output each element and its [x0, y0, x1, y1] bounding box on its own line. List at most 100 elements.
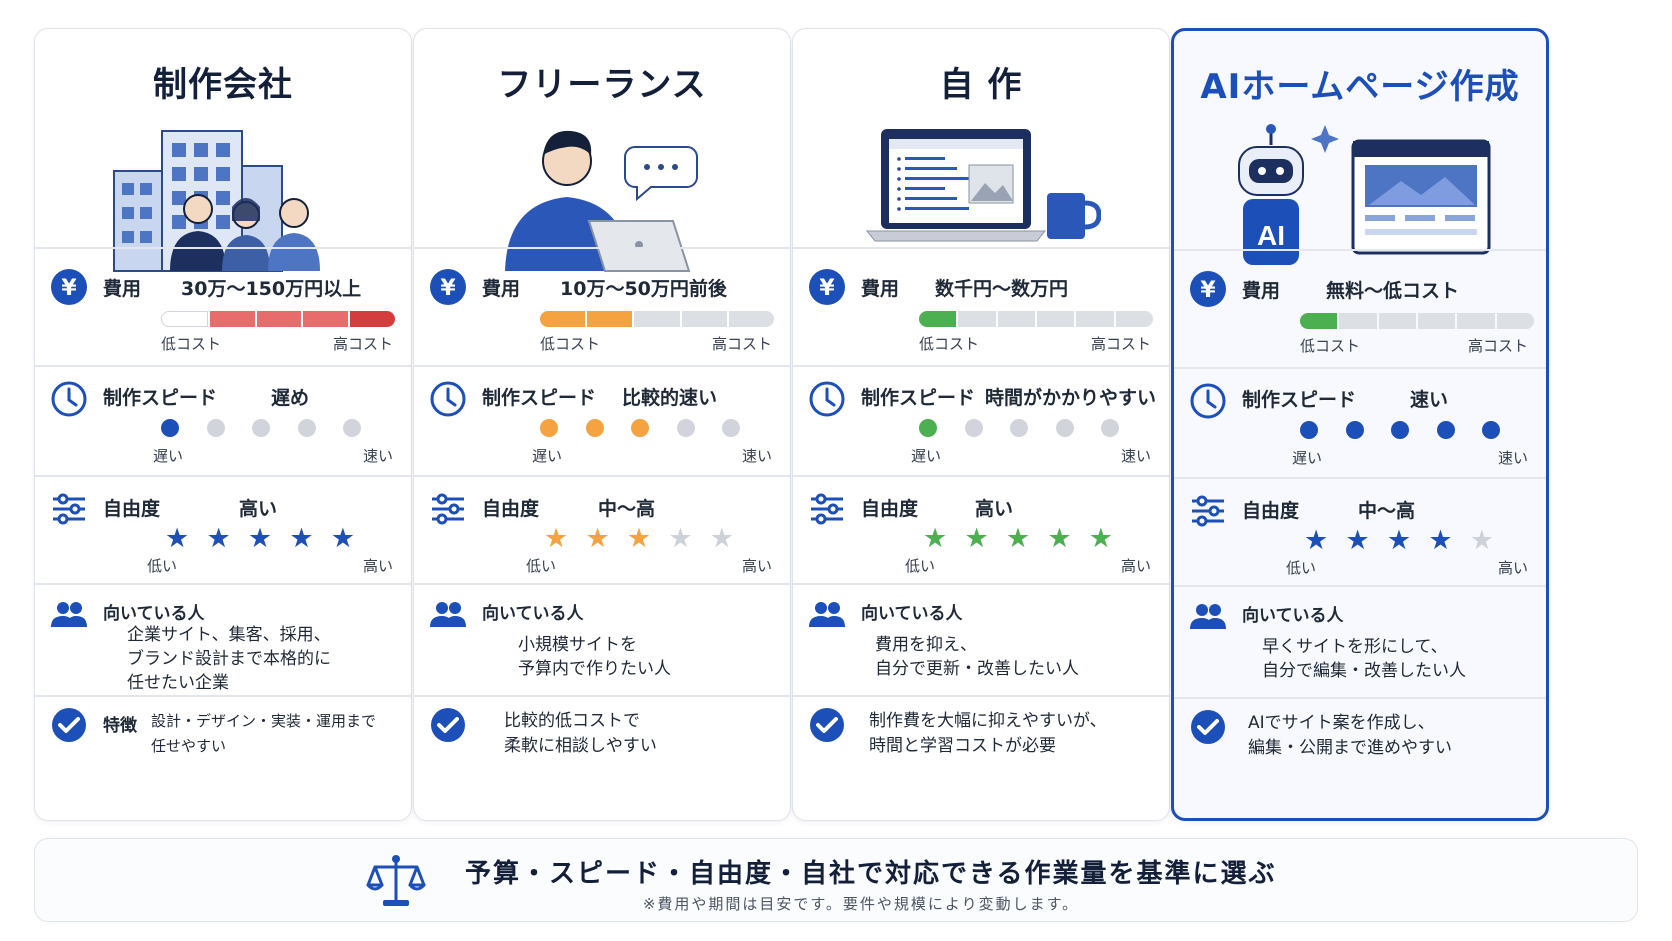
freedom-label: 自由度: [482, 498, 540, 520]
divider: [35, 695, 411, 697]
freedom-star: ★: [585, 523, 610, 554]
cost-bar: [540, 311, 775, 327]
freedom-star: ★: [626, 523, 652, 554]
freedom-star: ★: [1428, 525, 1453, 556]
divider: [1174, 367, 1546, 369]
speed-dot: [1482, 421, 1500, 439]
feature-text: 制作費を大幅に抑えやすいが、 時間と学習コストが必要: [869, 711, 1107, 756]
cost-high-label: 高コスト: [1467, 337, 1528, 355]
cost-bar-segment: [350, 311, 395, 327]
divider: [1174, 477, 1546, 479]
cost-bar-segment: [1378, 313, 1416, 329]
freedom-low-label: 低い: [1286, 559, 1317, 577]
freedom-star: ★: [247, 523, 273, 554]
divider: [35, 247, 411, 249]
svg-text:AI: AI: [1257, 220, 1285, 251]
speed-dots: [919, 419, 1119, 437]
freedom-star: ★: [1088, 523, 1113, 554]
freedom-value: 高い: [239, 498, 278, 520]
freedom-star: ★: [1047, 523, 1072, 554]
speed-dot: [585, 419, 604, 437]
speed-low-label: 遅い: [1292, 449, 1323, 467]
sliders-icon: [807, 489, 847, 529]
speed-low-label: 遅い: [532, 447, 563, 465]
divider: [414, 475, 790, 477]
sliders-icon: [428, 489, 468, 529]
freedom-star: ★: [330, 523, 355, 554]
who-label: 向いている人: [103, 604, 205, 624]
divider: [414, 247, 790, 249]
cost-bar: [161, 311, 395, 327]
speed-dot: [919, 419, 937, 437]
cost-bar-segment: [997, 311, 1035, 327]
freedom-low-label: 低い: [526, 557, 557, 575]
feature-text: AIでサイト案を作成し、 編集・公開まで進めやすい: [1248, 713, 1452, 758]
cost-bar-segment: [728, 311, 775, 327]
check-circle-icon: [49, 705, 89, 745]
cost-bar-segment: [1036, 311, 1075, 327]
speed-high-label: 速い: [362, 447, 393, 465]
speed-high-label: 速い: [741, 447, 772, 465]
comparison-card: AIホームページ作成 AI ¥ 費用 無料〜低コスト 低コスト 高コスト 制作ス…: [1171, 28, 1549, 821]
freedom-label: 自由度: [103, 498, 161, 520]
feature-text: 設計・デザイン・実装・運用まで 任せやすい: [151, 712, 377, 755]
freedom-value: 高い: [975, 498, 1014, 520]
freedom-star: ★: [206, 523, 231, 554]
divider: [414, 695, 790, 697]
check-circle-icon: [807, 705, 847, 745]
comparison-card: 制作会社 ¥ 費用 30万〜150万円以上 低コスト 高コスト 制作スピード 遅…: [34, 28, 412, 821]
divider: [793, 247, 1169, 249]
speed-dot: [1345, 421, 1364, 439]
people-icon: [1188, 597, 1228, 637]
svg-text:¥: ¥: [61, 276, 77, 301]
svg-text:¥: ¥: [819, 276, 835, 301]
speed-dot: [252, 419, 270, 437]
speed-label: 制作スピード: [1242, 389, 1357, 411]
divider: [1174, 697, 1546, 699]
office-building-team-icon: [35, 121, 411, 289]
yen-icon: ¥: [428, 267, 468, 307]
speed-dot: [1010, 419, 1028, 437]
people-icon: [428, 595, 468, 635]
speed-dot: [343, 419, 361, 437]
cost-bar-segment: [587, 311, 633, 327]
laptop-mug-icon: [793, 121, 1169, 289]
card-title: 自 作: [939, 65, 1023, 105]
speed-dot: [1101, 419, 1119, 437]
who-text: 小規模サイトを 予算内で作りたい人: [518, 635, 671, 679]
speed-high-label: 速い: [1120, 447, 1151, 465]
cost-bar-segment: [1417, 313, 1456, 329]
freedom-star: ★: [165, 523, 190, 554]
freelancer-laptop-icon: [414, 121, 790, 289]
speed-dot: [206, 419, 225, 437]
freedom-stars: ★★★★★: [1304, 527, 1494, 554]
freedom-star: ★: [964, 523, 989, 554]
cost-bar-segment: [1339, 313, 1377, 329]
footer-note: ※費用や期間は目安です。要件や規模により変動します。: [642, 895, 1080, 913]
speed-label: 制作スピード: [103, 387, 218, 409]
freedom-label: 自由度: [861, 498, 919, 520]
sliders-icon: [1188, 491, 1228, 531]
freedom-low-label: 低い: [147, 557, 178, 575]
cost-value: 10万〜50万円前後: [560, 278, 727, 300]
speed-dots: [1300, 421, 1500, 439]
people-icon: [807, 595, 847, 635]
speed-dot: [1055, 419, 1074, 437]
speed-dot: [1300, 421, 1318, 439]
freedom-high-label: 高い: [362, 557, 393, 575]
freedom-label: 自由度: [1242, 500, 1300, 522]
footer-banner: 予算・スピード・自由度・自社で対応できる作業量を基準に選ぶ ※費用や期間は目安で…: [34, 838, 1638, 922]
freedom-star: ★: [709, 523, 734, 554]
divider: [414, 365, 790, 367]
clock-icon: [428, 379, 468, 419]
divider: [793, 365, 1169, 367]
freedom-star: ★: [1304, 525, 1329, 556]
speed-dot: [722, 419, 740, 437]
cost-bar-segment: [1300, 313, 1338, 329]
check-circle-icon: [428, 705, 468, 745]
divider: [414, 583, 790, 585]
freedom-stars: ★★★★★: [165, 525, 355, 552]
people-icon: [49, 595, 89, 635]
ai-robot-website-icon: AI: [1174, 123, 1546, 291]
freedom-star: ★: [1469, 525, 1494, 556]
